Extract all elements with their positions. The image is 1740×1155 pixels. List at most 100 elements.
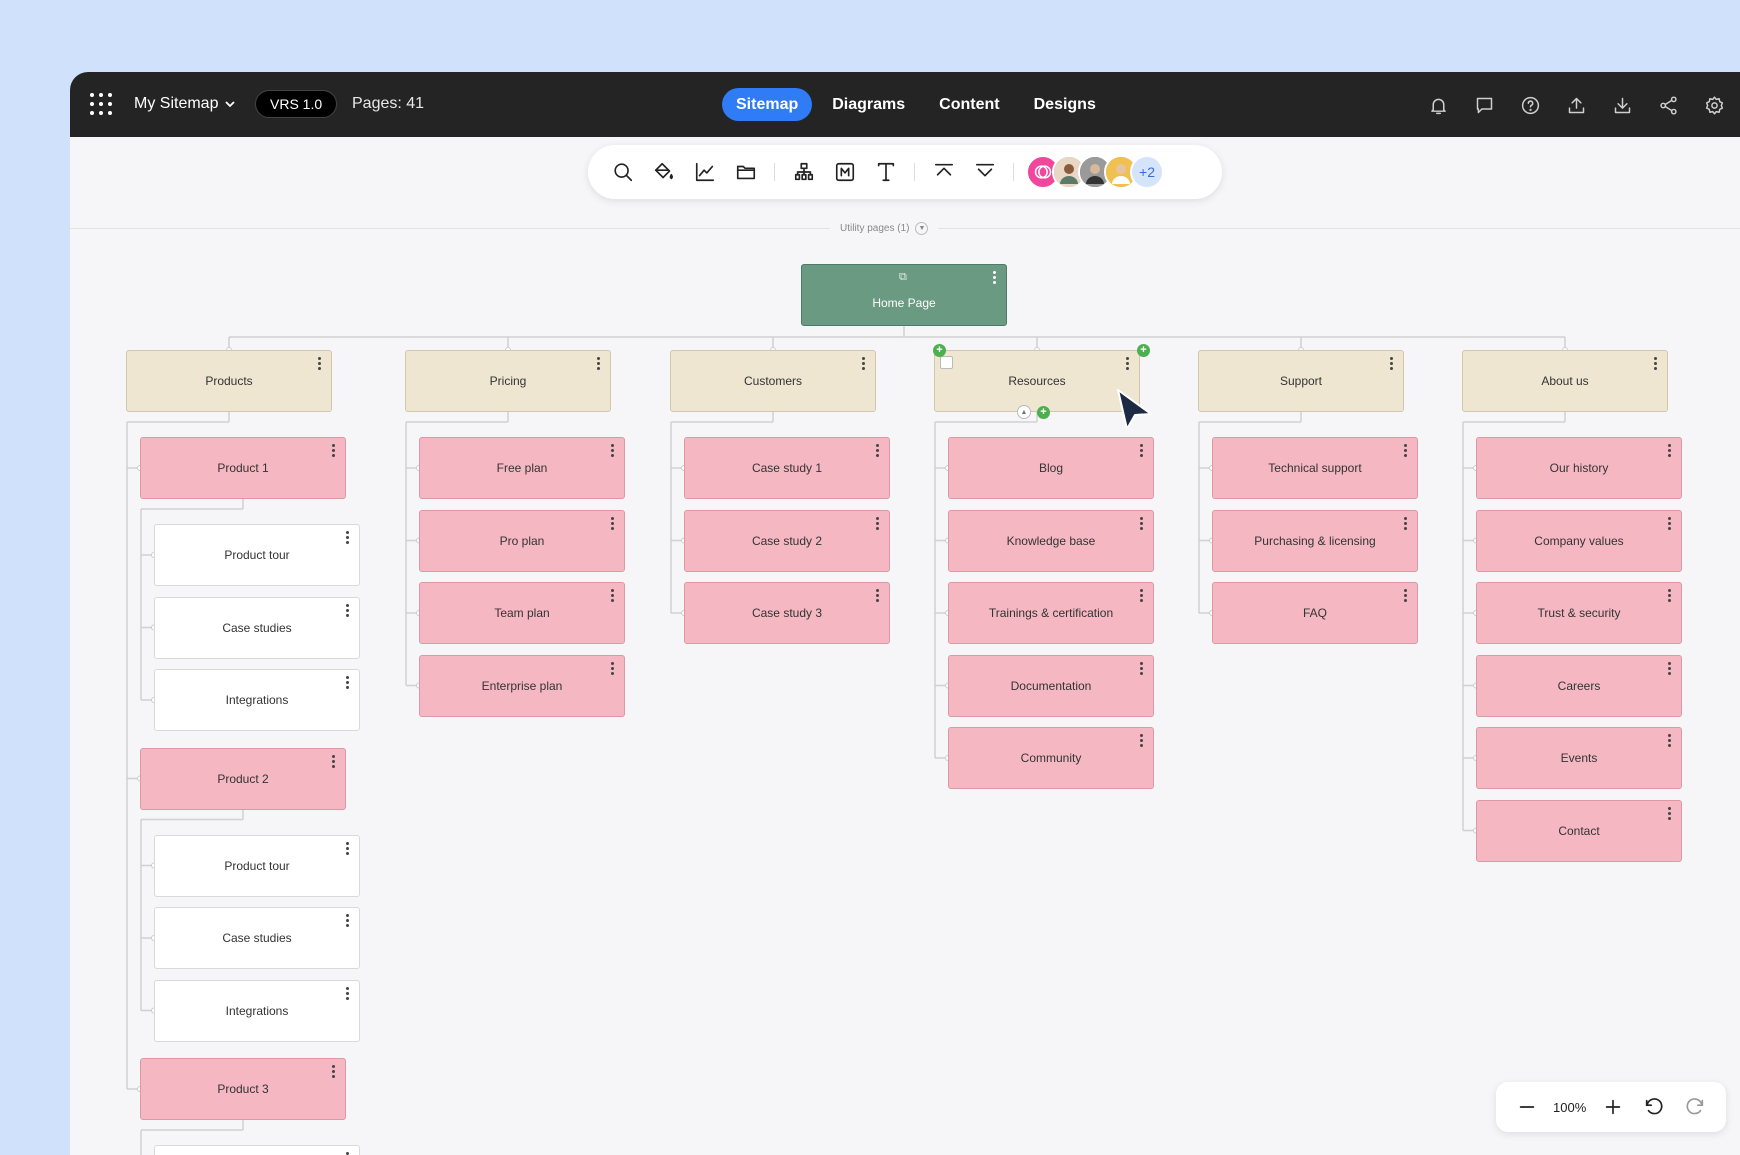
node-subpage-product-tour[interactable]: Product tour [154,524,360,586]
node-page-community[interactable]: Community [948,727,1154,789]
node-section-about-us[interactable]: About us [1462,350,1668,412]
node-page-company-values[interactable]: Company values [1476,509,1682,572]
node-page-contact[interactable]: Contact [1476,799,1682,862]
more-options-icon[interactable] [1140,734,1144,747]
more-options-icon[interactable] [611,444,615,457]
collapse-children-icon[interactable]: ▲ [1017,405,1031,419]
more-options-icon[interactable] [1404,589,1408,602]
more-options-icon[interactable] [346,986,350,1000]
node-subpage-integrations[interactable]: Integrations [154,669,360,731]
more-options-icon[interactable] [1668,734,1672,747]
more-options-icon[interactable] [597,357,601,370]
more-options-icon[interactable] [862,357,866,370]
node-page-team-plan[interactable]: Team plan [419,582,625,644]
node-page-documentation[interactable]: Documentation [948,654,1154,717]
chart-icon[interactable] [684,145,725,199]
more-options-icon[interactable] [1140,589,1144,602]
more-options-icon[interactable] [346,1152,350,1155]
more-options-icon[interactable] [346,676,350,689]
node-page-events[interactable]: Events [1476,727,1682,789]
node-page-technical-support[interactable]: Technical support [1212,437,1418,499]
tab-designs[interactable]: Designs [1033,95,1096,113]
node-section-resources[interactable]: Resources [934,350,1140,412]
redo-button[interactable] [1680,1092,1710,1122]
more-options-icon[interactable] [611,661,615,675]
project-selector[interactable]: My Sitemap [134,92,236,116]
utility-pages-toggle[interactable]: Utility pages (1) ▼ [830,220,939,237]
add-sibling-right-icon[interactable]: + [1137,344,1150,357]
node-page-our-history[interactable]: Our history [1476,437,1682,499]
markdown-icon[interactable] [824,145,865,199]
node-page-trust-security[interactable]: Trust & security [1476,582,1682,644]
more-options-icon[interactable] [1140,661,1144,675]
more-options-icon[interactable] [1668,516,1672,530]
node-page-case-study-1[interactable]: Case study 1 [684,437,890,499]
more-collaborators-badge[interactable]: +2 [1130,155,1164,189]
download-icon[interactable] [1606,89,1638,121]
tab-diagrams[interactable]: Diagrams [832,95,906,113]
more-options-icon[interactable] [876,516,880,530]
node-page-case-study-3[interactable]: Case study 3 [684,582,890,644]
share-icon[interactable] [1652,89,1684,121]
more-options-icon[interactable] [332,1065,336,1078]
node-section-products[interactable]: Products [126,350,332,412]
add-sibling-left-icon[interactable]: + [933,344,946,357]
zoom-out-button[interactable] [1512,1092,1542,1122]
node-section-pricing[interactable]: Pricing [405,350,611,412]
node-page-purchasing-licensing[interactable]: Purchasing & licensing [1212,509,1418,572]
more-options-icon[interactable] [1668,444,1672,457]
text-icon[interactable] [865,145,906,199]
collapse-up-icon[interactable] [923,145,964,199]
node-page-case-study-2[interactable]: Case study 2 [684,509,890,572]
more-options-icon[interactable] [1654,357,1658,370]
expand-down-icon[interactable] [964,145,1005,199]
avatar[interactable] [1052,155,1086,189]
more-options-icon[interactable] [1668,806,1672,820]
bell-icon[interactable] [1422,89,1454,121]
more-options-icon[interactable] [318,357,322,370]
more-options-icon[interactable] [611,516,615,530]
node-subpage-empty[interactable] [154,1145,360,1155]
more-options-icon[interactable] [876,589,880,602]
settings-icon[interactable] [1698,89,1730,121]
node-home-page[interactable]: Home Page⧉ [801,264,1007,326]
more-options-icon[interactable] [1668,661,1672,675]
more-options-icon[interactable] [876,444,880,457]
tab-sitemap[interactable]: Sitemap [722,88,813,121]
node-page-knowledge-base[interactable]: Knowledge base [948,509,1154,572]
node-page-careers[interactable]: Careers [1476,654,1682,717]
more-options-icon[interactable] [1140,444,1144,457]
add-child-icon[interactable]: + [1037,406,1050,419]
node-subpage-integrations[interactable]: Integrations [154,979,360,1042]
more-options-icon[interactable] [332,754,336,768]
node-subpage-case-studies[interactable]: Case studies [154,596,360,659]
help-icon[interactable] [1514,89,1546,121]
node-select-checkbox[interactable] [940,356,953,369]
comment-icon[interactable] [1468,89,1500,121]
folder-icon[interactable] [725,145,766,199]
tab-content[interactable]: Content [939,95,1000,113]
more-options-icon[interactable] [346,914,350,927]
node-page-product-2[interactable]: Product 2 [140,747,346,810]
more-options-icon[interactable] [1140,516,1144,530]
node-subpage-product-tour[interactable]: Product tour [154,834,360,897]
search-icon[interactable] [602,145,643,199]
more-options-icon[interactable] [1390,357,1394,370]
more-options-icon[interactable] [1404,444,1408,457]
avatar[interactable] [1104,155,1138,189]
node-page-trainings-certification[interactable]: Trainings & certification [948,582,1154,644]
sitemap-icon[interactable] [783,145,824,199]
node-section-customers[interactable]: Customers [670,350,876,412]
node-page-free-plan[interactable]: Free plan [419,437,625,499]
app-grid-icon[interactable] [90,93,112,115]
more-options-icon[interactable] [346,603,350,617]
more-options-icon[interactable] [332,444,336,457]
node-page-product-3[interactable]: Product 3 [140,1058,346,1120]
version-badge[interactable]: VRS 1.0 [255,90,338,118]
more-options-icon[interactable] [346,841,350,855]
node-page-faq[interactable]: FAQ [1212,582,1418,644]
upload-icon[interactable] [1560,89,1592,121]
undo-button[interactable] [1639,1092,1669,1122]
more-options-icon[interactable] [1126,357,1130,370]
paint-bucket-icon[interactable] [643,145,684,199]
